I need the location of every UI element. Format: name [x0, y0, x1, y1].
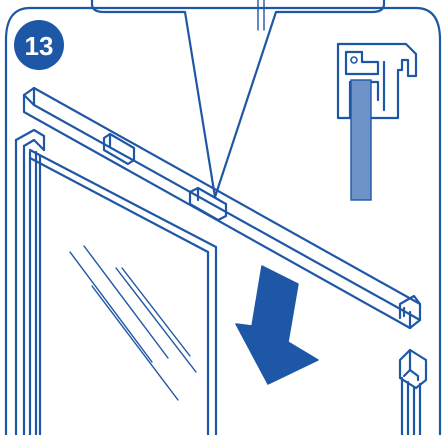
- glass-reflection: [70, 246, 196, 400]
- callout-bubble: [92, 0, 384, 197]
- rail-profile-detail: [338, 44, 416, 200]
- step-number: 13: [25, 31, 54, 61]
- step-badge: 13: [14, 20, 64, 70]
- right-frame-post: [400, 350, 426, 435]
- down-arrow-icon: [236, 266, 318, 384]
- step-frame: [6, 8, 440, 435]
- glass-panel: [30, 150, 216, 435]
